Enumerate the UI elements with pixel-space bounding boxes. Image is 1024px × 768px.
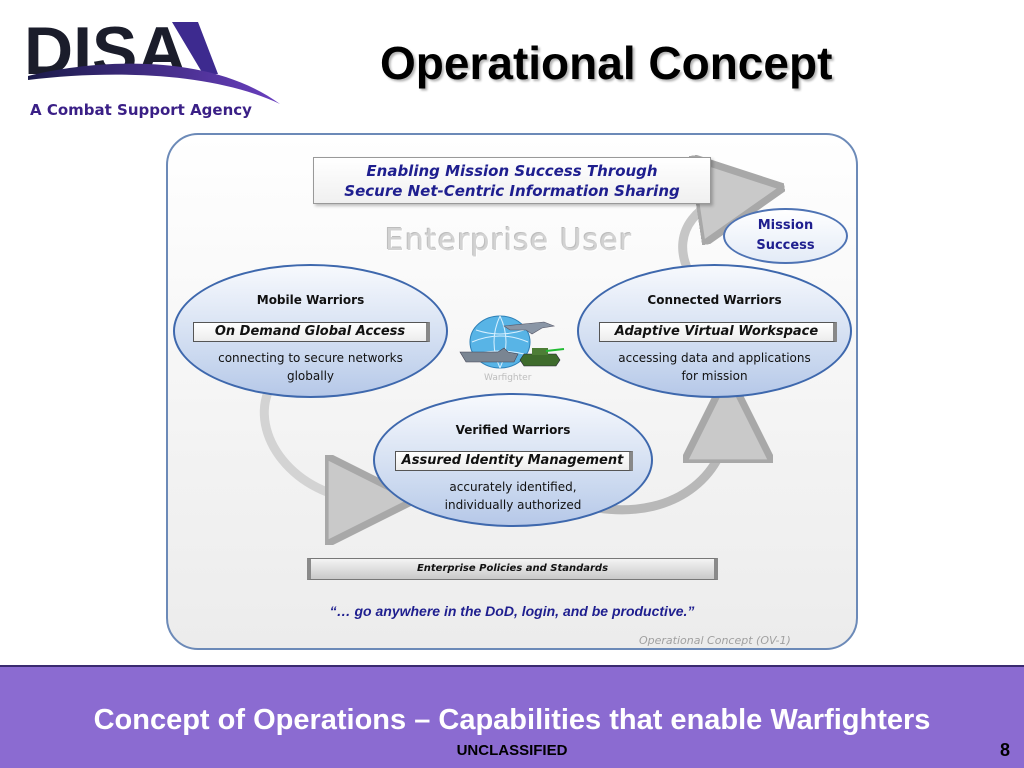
- mobile-warriors-ellipse: Mobile Warriors On Demand Global Access …: [173, 264, 448, 398]
- page-number: 8: [1000, 740, 1011, 760]
- page-title: Operational Concept: [380, 37, 833, 89]
- mobile-warriors-capability: On Demand Global Access: [193, 322, 430, 342]
- banner-line-1: Enabling Mission Success Through: [366, 162, 658, 180]
- mobile-desc-line-2: globally: [286, 369, 335, 383]
- warfighter-label: Warfighter: [484, 373, 532, 383]
- agency-tagline: A Combat Support Agency: [30, 101, 252, 119]
- mission-banner: Enabling Mission Success Through Secure …: [313, 157, 711, 204]
- connected-warriors-ellipse: Connected Warriors Adaptive Virtual Work…: [577, 264, 852, 398]
- verified-warriors-description: accurately identified, individually auth…: [375, 478, 651, 514]
- logo-swoosh-icon: [28, 63, 280, 104]
- connected-desc-line-2: for mission: [681, 369, 748, 383]
- mission-success-oval: Mission Success: [723, 208, 848, 264]
- verified-warriors-ellipse: Verified Warriors Assured Identity Manag…: [373, 393, 653, 527]
- connected-desc-line-1: accessing data and applications: [618, 351, 811, 365]
- connected-warriors-title: Connected Warriors: [647, 293, 782, 307]
- verified-warriors-capability: Assured Identity Management: [395, 451, 633, 471]
- footer-title: Concept of Operations – Capabilities tha…: [93, 704, 931, 736]
- enterprise-user-label: Enterprise User: [385, 223, 633, 258]
- verified-desc-line-1: accurately identified,: [449, 480, 577, 494]
- ship-icon: [459, 347, 519, 363]
- tank-icon: [519, 353, 561, 367]
- classification-marking: UNCLASSIFIED: [456, 742, 568, 759]
- verified-warriors-title: Verified Warriors: [455, 423, 571, 437]
- logo-accent-icon: [172, 22, 218, 74]
- connected-warriors-description: accessing data and applications for miss…: [579, 349, 850, 385]
- footer-band: [0, 665, 1024, 768]
- warfighter-globe-icon: [459, 315, 565, 369]
- connected-warriors-capability: Adaptive Virtual Workspace: [599, 322, 837, 342]
- mobile-warriors-title: Mobile Warriors: [256, 293, 365, 307]
- verified-desc-line-2: individually authorized: [444, 498, 582, 512]
- diagram-caption: Operational Concept (OV-1): [639, 634, 791, 647]
- banner-line-2: Secure Net-Centric Information Sharing: [344, 182, 680, 200]
- productivity-quote: “… go anywhere in the DoD, login, and be…: [329, 603, 695, 619]
- policies-standards-bar: Enterprise Policies and Standards: [307, 558, 718, 580]
- mobile-warriors-description: connecting to secure networks globally: [175, 349, 446, 385]
- disa-logo-mark: DISA: [24, 14, 280, 104]
- mission-line-1: Mission: [757, 218, 814, 233]
- mobile-desc-line-1: connecting to secure networks: [218, 351, 403, 365]
- jet-icon: [503, 321, 556, 335]
- disa-logo: DISA: [22, 14, 284, 124]
- mission-line-2: Success: [756, 238, 815, 253]
